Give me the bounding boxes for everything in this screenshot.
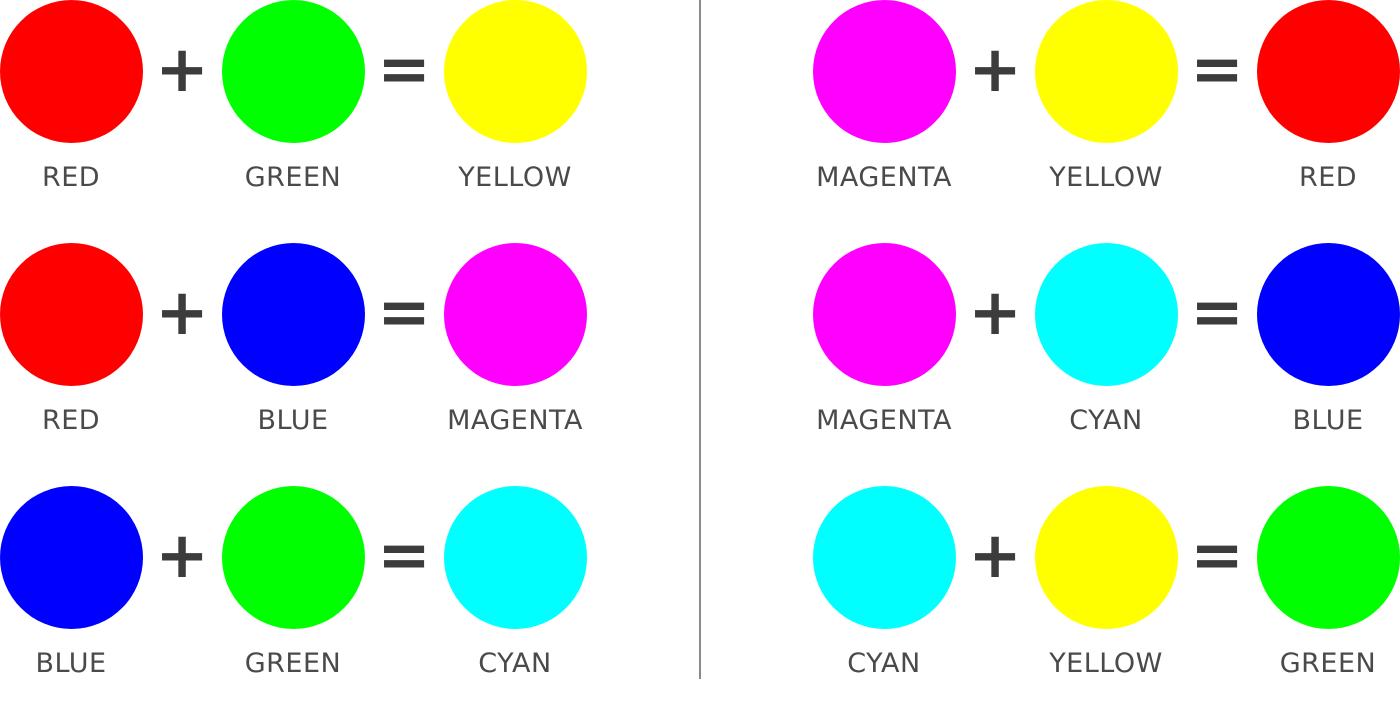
mix-row-blue-green: + = BLUE GREEN CYAN [0,486,700,716]
color-swatch-yellow [444,0,587,143]
color-label: CYAN [847,648,921,679]
color-swatch-blue [1257,243,1400,386]
color-swatch-green [222,486,365,629]
result-label: BLUE [1292,405,1364,436]
equals-sign: = [377,33,431,107]
result-label: MAGENTA [447,405,583,436]
result-label: GREEN [1279,648,1377,679]
color-swatch-yellow [1035,486,1178,629]
plus-sign: + [155,33,209,107]
color-swatch-cyan [813,486,956,629]
color-label: CYAN [1069,405,1143,436]
color-swatch-green [1257,486,1400,629]
mix-row-red-green: + = RED GREEN YELLOW [0,0,700,230]
panel-divider [699,0,701,679]
equals-sign: = [377,276,431,350]
color-label: MAGENTA [816,162,952,193]
mix-row-red-blue: + = RED BLUE MAGENTA [0,243,700,473]
color-swatch-magenta [444,243,587,386]
mix-row-magenta-yellow: + = MAGENTA YELLOW RED [700,0,1400,230]
color-label: GREEN [244,648,342,679]
additive-mixing-panel: + = RED GREEN YELLOW + = RED BLUE MAGENT… [0,0,700,679]
color-label: YELLOW [1049,648,1163,679]
color-swatch-yellow [1035,0,1178,143]
color-label: GREEN [244,162,342,193]
result-label: CYAN [478,648,552,679]
color-swatch-green [222,0,365,143]
subtractive-mixing-panel: + = MAGENTA YELLOW RED + = MAGENTA CYAN … [700,0,1400,679]
plus-sign: + [968,519,1022,593]
result-label: RED [1298,162,1358,193]
equals-sign: = [377,519,431,593]
color-swatch-blue [222,243,365,386]
color-swatch-cyan [444,486,587,629]
color-swatch-magenta [813,243,956,386]
plus-sign: + [155,519,209,593]
plus-sign: + [968,276,1022,350]
color-swatch-magenta [813,0,956,143]
color-label: BLUE [257,405,329,436]
color-label: BLUE [35,648,107,679]
mix-row-magenta-cyan: + = MAGENTA CYAN BLUE [700,243,1400,473]
plus-sign: + [155,276,209,350]
color-swatch-red [0,0,143,143]
color-swatch-cyan [1035,243,1178,386]
color-label: YELLOW [1049,162,1163,193]
equals-sign: = [1190,276,1244,350]
equals-sign: = [1190,33,1244,107]
plus-sign: + [968,33,1022,107]
color-swatch-red [1257,0,1400,143]
equals-sign: = [1190,519,1244,593]
mix-row-cyan-yellow: + = CYAN YELLOW GREEN [700,486,1400,716]
color-label: RED [41,162,101,193]
color-label: RED [41,405,101,436]
color-swatch-red [0,243,143,386]
color-swatch-blue [0,486,143,629]
result-label: YELLOW [458,162,572,193]
color-label: MAGENTA [816,405,952,436]
